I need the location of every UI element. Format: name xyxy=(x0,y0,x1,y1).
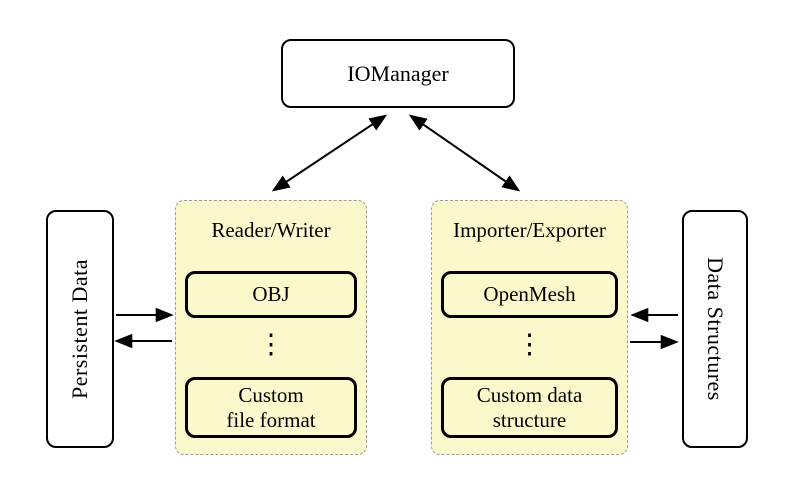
persistent-data-label: Persistent Data xyxy=(67,258,92,400)
custom-file-format-line1: Custom xyxy=(238,382,304,407)
persistent-data-node: Persistent Data xyxy=(46,210,114,448)
importer-exporter-panel: Importer/Exporter OpenMesh ⋮ Custom data… xyxy=(431,200,628,455)
custom-data-structure-line2: structure xyxy=(492,407,567,432)
arrow-iomanager-importerexporter xyxy=(408,114,521,192)
reader-writer-title: Reader/Writer xyxy=(211,218,331,242)
iomanager-node: IOManager xyxy=(281,39,515,108)
vertical-ellipsis: ⋮ xyxy=(257,329,285,359)
obj-node: OBJ xyxy=(185,271,357,318)
arrow-iomanager-readerwriter xyxy=(271,114,388,192)
importer-exporter-title: Importer/Exporter xyxy=(453,218,606,242)
data-structures-label: Data Structures xyxy=(703,257,728,401)
reader-writer-panel: Reader/Writer OBJ ⋮ Custom file format xyxy=(175,200,367,455)
custom-file-format-line2: file format xyxy=(226,407,316,432)
obj-label: OBJ xyxy=(252,282,290,306)
custom-file-format-node: Custom file format xyxy=(185,377,357,438)
openmesh-node: OpenMesh xyxy=(441,271,618,318)
custom-data-structure-node: Custom data structure xyxy=(441,377,618,438)
iomanager-label: IOManager xyxy=(347,60,449,86)
openmesh-label: OpenMesh xyxy=(483,282,576,306)
data-structures-node: Data Structures xyxy=(682,210,748,448)
custom-data-structure-line1: Custom data xyxy=(476,382,583,407)
vertical-ellipsis: ⋮ xyxy=(516,329,543,359)
